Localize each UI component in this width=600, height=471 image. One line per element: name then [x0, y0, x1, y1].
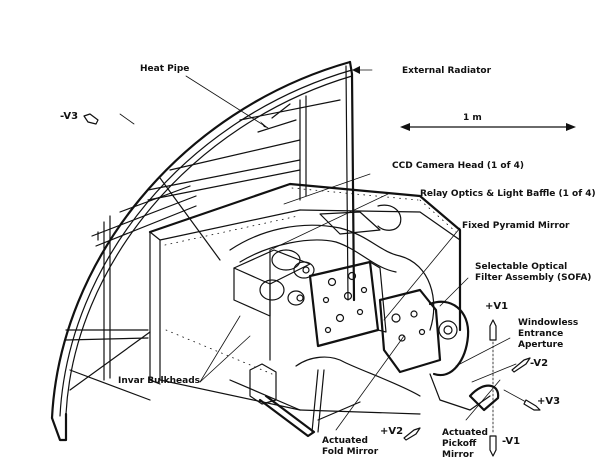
lower-support-frame [229, 356, 421, 438]
label-invar-bulkheads: Invar Bulkheads [118, 376, 200, 386]
label-windowless-aperture: Windowless Entrance Aperture [518, 318, 579, 350]
axis-label-minus-v3: -V3 [60, 111, 79, 122]
axis-label-minus-v2: -V2 [530, 358, 549, 369]
sofa-assembly [378, 288, 500, 412]
label-actuated-pickoff-mirror: Actuated Pickoff Mirror [442, 428, 488, 460]
ccd-camera-cluster [233, 249, 315, 317]
label-heat-pipe: Heat Pipe [140, 64, 190, 74]
axis-label-plus-v3: +V3 [537, 396, 561, 407]
leader-lines [119, 69, 511, 431]
label-fixed-pyramid-mirror: Fixed Pyramid Mirror [462, 221, 570, 231]
leader-arrowheads [260, 66, 360, 128]
label-relay-optics: Relay Optics & Light Baffle (1 of 4) [420, 189, 596, 199]
instrument-housing [148, 182, 462, 415]
label-sofa: Selectable Optical Filter Assembly (SOFA… [475, 262, 592, 283]
label-ccd-camera-head: CCD Camera Head (1 of 4) [392, 161, 525, 171]
external-radiator-panel [50, 60, 356, 442]
axis-label-plus-v1: +V1 [485, 301, 509, 312]
pyramid-mirror-plate [308, 260, 387, 348]
scale-bar-label: 1 m [463, 113, 482, 123]
heat-pipe-rods [91, 103, 297, 247]
axis-label-plus-v2: +V2 [380, 426, 404, 437]
label-actuated-fold-mirror: Actuated Fold Mirror [322, 436, 379, 457]
axis-arrows [83, 113, 541, 457]
scale-bar [400, 123, 576, 131]
label-external-radiator: External Radiator [402, 66, 492, 76]
axis-label-minus-v1: -V1 [502, 436, 521, 447]
